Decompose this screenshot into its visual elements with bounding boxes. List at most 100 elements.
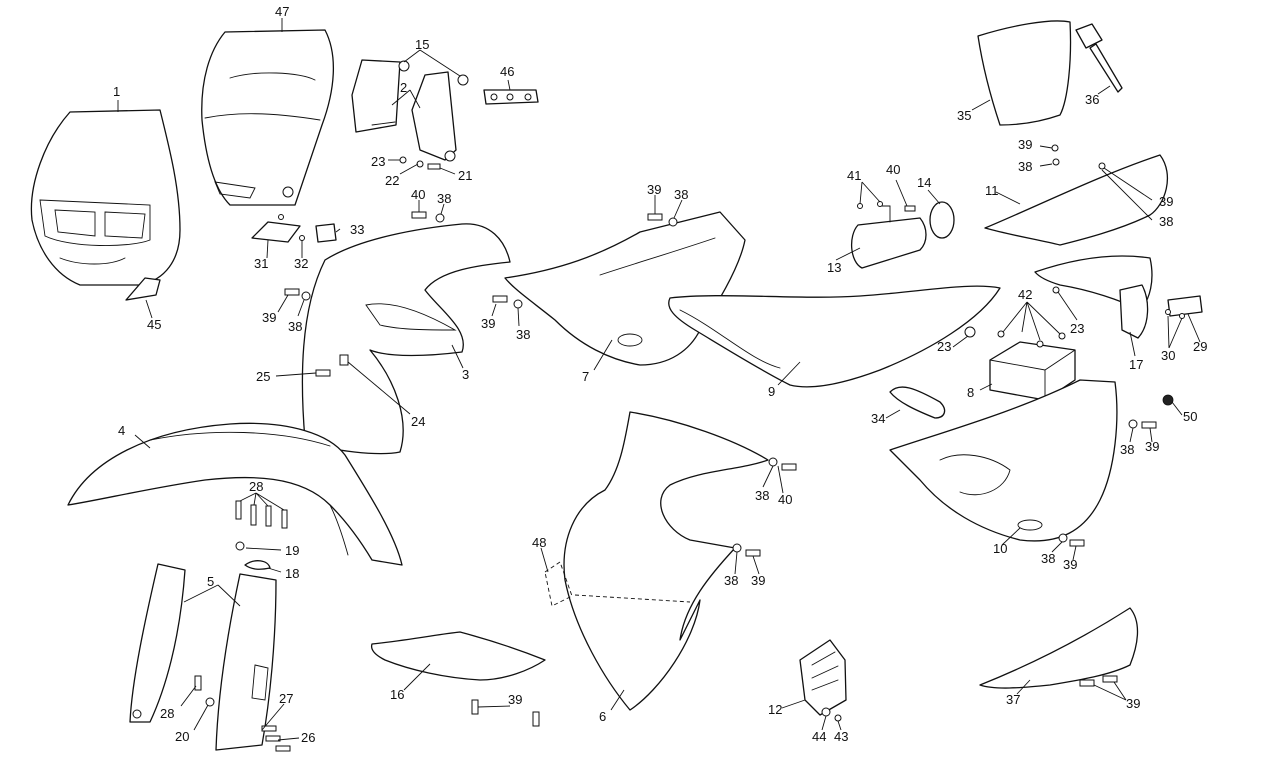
callout-39i: 39 bbox=[1063, 557, 1077, 572]
part-46-clamp bbox=[483, 89, 539, 105]
callout-12: 12 bbox=[768, 702, 782, 717]
part-mounting-bracket bbox=[351, 59, 469, 162]
callout-31: 31 bbox=[254, 256, 268, 271]
callout-25: 25 bbox=[256, 369, 270, 384]
callout-30: 30 bbox=[1161, 348, 1175, 363]
part-battery-box bbox=[989, 341, 1076, 401]
callout-42: 42 bbox=[1018, 287, 1032, 302]
callout-39e: 39 bbox=[751, 573, 765, 588]
part-19-screw bbox=[235, 541, 245, 551]
callout-46: 46 bbox=[500, 64, 514, 79]
callout-10: 10 bbox=[993, 541, 1007, 556]
callout-39g: 39 bbox=[1159, 194, 1173, 209]
callout-17: 17 bbox=[1129, 357, 1143, 372]
callout-13: 13 bbox=[827, 260, 841, 275]
callout-24: 24 bbox=[411, 414, 425, 429]
callout-7: 7 bbox=[582, 369, 589, 384]
callout-50: 50 bbox=[1183, 409, 1197, 424]
part-seat bbox=[668, 285, 1001, 388]
callout-1: 1 bbox=[113, 84, 120, 99]
part-front-fender bbox=[67, 422, 403, 566]
callout-27: 27 bbox=[279, 691, 293, 706]
part-33-block bbox=[315, 223, 337, 243]
callout-38f: 38 bbox=[724, 573, 738, 588]
callout-29: 29 bbox=[1193, 339, 1207, 354]
callout-38d: 38 bbox=[516, 327, 530, 342]
callout-38h: 38 bbox=[1159, 214, 1173, 229]
callout-23c: 23 bbox=[937, 339, 951, 354]
callout-36: 36 bbox=[1085, 92, 1099, 107]
leader-lines bbox=[117, 18, 1201, 741]
callout-22: 22 bbox=[385, 173, 399, 188]
part-side-shroud bbox=[301, 223, 511, 455]
callout-23b: 23 bbox=[1070, 321, 1084, 336]
callout-38c: 38 bbox=[288, 319, 302, 334]
part-35-cover bbox=[977, 20, 1072, 126]
callout-3: 3 bbox=[462, 367, 469, 382]
callout-19: 19 bbox=[285, 543, 299, 558]
part-29-bracket bbox=[1167, 295, 1203, 317]
part-rear-top-panel bbox=[984, 154, 1169, 246]
callout-38g: 38 bbox=[1018, 159, 1032, 174]
part-18-clip bbox=[244, 560, 271, 570]
callout-2: 2 bbox=[400, 80, 407, 95]
part-sprocket-cover bbox=[799, 639, 847, 716]
callout-6: 6 bbox=[599, 709, 606, 724]
callout-48: 48 bbox=[532, 535, 546, 550]
callout-26: 26 bbox=[301, 730, 315, 745]
callout-39a: 39 bbox=[647, 182, 661, 197]
callout-11: 11 bbox=[985, 183, 999, 198]
callout-43: 43 bbox=[834, 729, 848, 744]
callout-40a: 40 bbox=[411, 187, 425, 202]
callout-47: 47 bbox=[275, 4, 289, 19]
part-headlight-shell bbox=[201, 29, 335, 206]
callout-44: 44 bbox=[812, 729, 826, 744]
callout-39c: 39 bbox=[481, 316, 495, 331]
callout-9: 9 bbox=[768, 384, 775, 399]
part-rear-fender bbox=[1034, 255, 1153, 339]
part-toolbox bbox=[851, 201, 955, 269]
callout-41: 41 bbox=[847, 168, 861, 183]
callout-38e: 38 bbox=[755, 488, 769, 503]
callout-18: 18 bbox=[285, 566, 299, 581]
part-side-panel-7 bbox=[504, 211, 746, 366]
callout-39h: 39 bbox=[1145, 439, 1159, 454]
callout-39j: 39 bbox=[1126, 696, 1140, 711]
callout-28b: 28 bbox=[160, 706, 174, 721]
part-36-tool bbox=[1075, 23, 1123, 93]
part-45-bracket bbox=[125, 277, 161, 301]
callout-40c: 40 bbox=[886, 162, 900, 177]
callout-15: 15 bbox=[415, 37, 429, 52]
callout-38a: 38 bbox=[437, 191, 451, 206]
part-swingarm-guard bbox=[979, 607, 1139, 689]
part-front-number-plate bbox=[544, 411, 769, 711]
callout-8: 8 bbox=[967, 385, 974, 400]
part-headlight-fairing bbox=[30, 109, 181, 286]
callout-20: 20 bbox=[175, 729, 189, 744]
callout-14: 14 bbox=[917, 175, 931, 190]
callout-23a: 23 bbox=[371, 154, 385, 169]
callout-32: 32 bbox=[294, 256, 308, 271]
callout-21: 21 bbox=[458, 168, 472, 183]
callout-38b: 38 bbox=[674, 187, 688, 202]
callout-35: 35 bbox=[957, 108, 971, 123]
callout-33: 33 bbox=[350, 222, 364, 237]
callout-38i: 38 bbox=[1120, 442, 1134, 457]
callout-labels: 1 47 15 2 46 23 22 21 40 38 39 38 31 32 … bbox=[113, 4, 1207, 745]
callout-39b: 39 bbox=[262, 310, 276, 325]
bolts-28-group bbox=[235, 500, 288, 529]
part-skid-plate bbox=[370, 631, 546, 681]
callout-16: 16 bbox=[390, 687, 404, 702]
part-rear-side-panel bbox=[889, 379, 1118, 542]
callout-38j: 38 bbox=[1041, 551, 1055, 566]
callout-28a: 28 bbox=[249, 479, 263, 494]
callout-45: 45 bbox=[147, 317, 161, 332]
part-31-plate bbox=[251, 221, 301, 243]
callout-39f: 39 bbox=[1018, 137, 1032, 152]
callout-5: 5 bbox=[207, 574, 214, 589]
callout-39d: 39 bbox=[508, 692, 522, 707]
callout-34: 34 bbox=[871, 411, 885, 426]
callout-37: 37 bbox=[1006, 692, 1020, 707]
